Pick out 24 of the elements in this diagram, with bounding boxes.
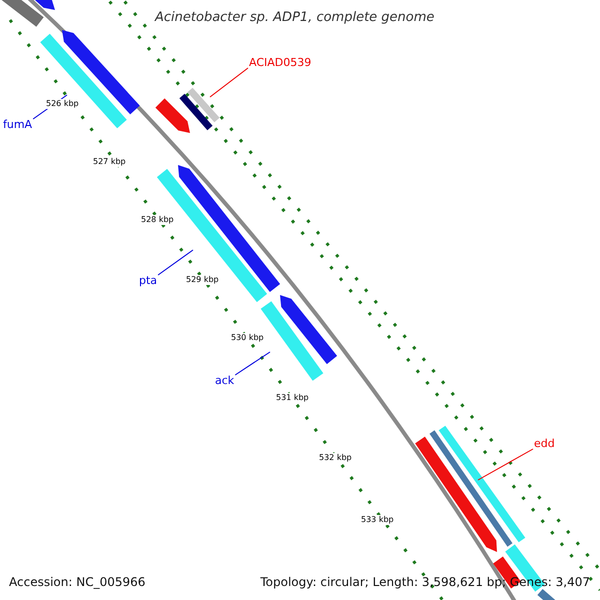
leader-line	[158, 250, 194, 276]
tick-label: 529 kbp	[185, 275, 220, 285]
accession-note: Accession: NC_005966	[9, 576, 146, 588]
tick-label: 532 kbp	[318, 453, 353, 463]
gene-segment	[156, 168, 268, 302]
genome-summary: Topology: circular; Length: 3,598,621 bp; Genes: 3,407	[260, 576, 590, 588]
gene-label: fumA	[3, 119, 32, 130]
tick-label: 530 kbp	[230, 333, 265, 343]
tick-label: 527 kbp	[92, 157, 127, 167]
gene-segment	[187, 88, 220, 122]
gene-label: pta	[139, 275, 158, 286]
leader-line	[478, 448, 534, 480]
gene-label: ack	[215, 375, 234, 386]
map-title: Acinetobacter sp. ADP1, complete genome	[155, 11, 434, 24]
leader-line	[210, 68, 248, 98]
tick-label: 531 kbp	[275, 393, 310, 403]
gene-label: edd	[534, 438, 555, 449]
tick-label: 528 kbp	[140, 215, 175, 225]
tick-label: 526 kbp	[45, 99, 80, 109]
gene-segment	[438, 426, 526, 542]
tick-label: 533 kbp	[360, 515, 395, 525]
leader-line	[234, 352, 270, 376]
gene-segment	[40, 34, 127, 128]
gene-label: ACIAD0539	[249, 57, 312, 68]
